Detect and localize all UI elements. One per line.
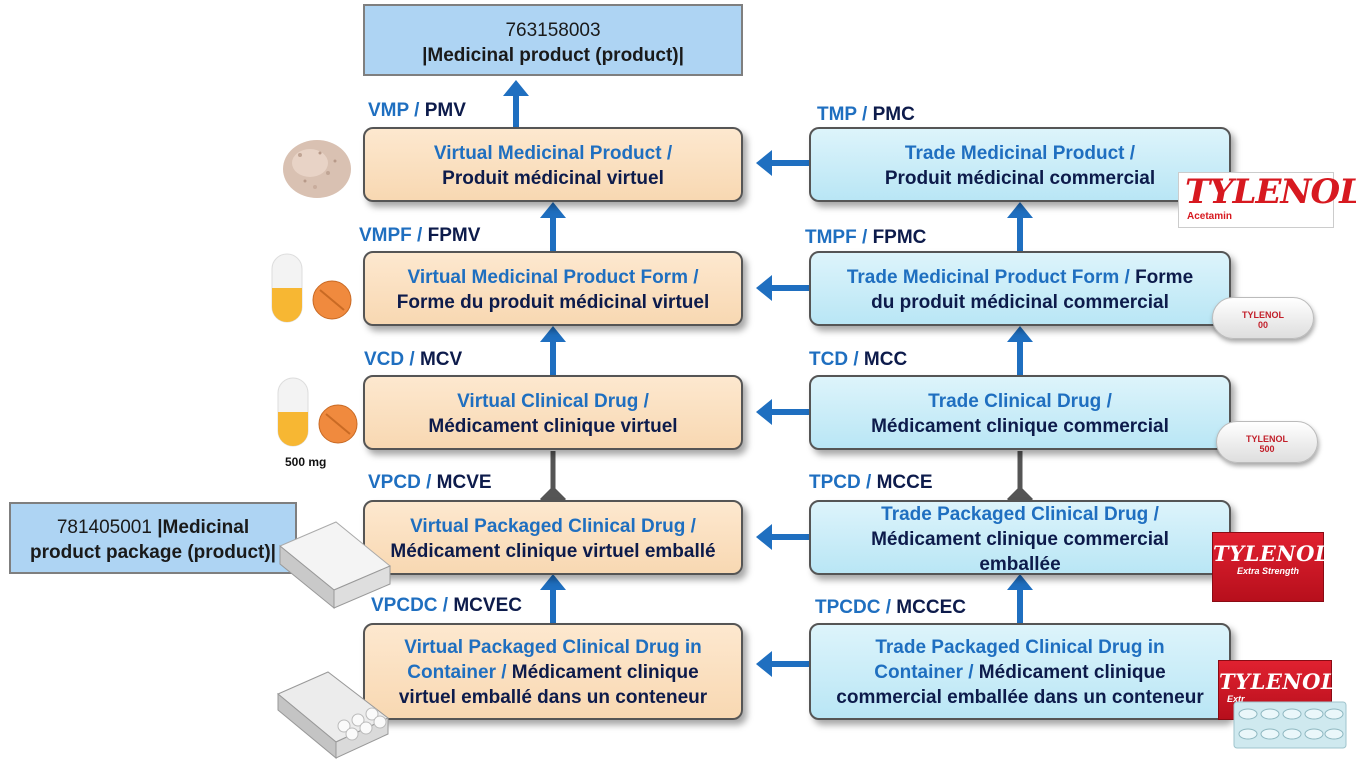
tylenol-package-image: TYLENOL Extra Strength xyxy=(1212,532,1330,602)
tag-tpcdc: TPCDC / MCCEC xyxy=(815,597,966,618)
package-concept-label-2: product package (product)| xyxy=(30,542,276,563)
box-trade-clinical-drug: Trade Clinical Drug / Médicament cliniqu… xyxy=(809,375,1231,450)
powder-icon xyxy=(283,140,351,198)
capsule-and-tablet-500mg-icon xyxy=(277,377,358,447)
tag-vpcdc: VPCDC / MCVEC xyxy=(371,595,522,616)
box-virtual-clinical-drug: Virtual Clinical Drug / Médicament clini… xyxy=(363,375,743,450)
tag-tpcd: TPCD / MCCE xyxy=(809,472,933,493)
tag-vmp: VMP / PMV xyxy=(368,100,466,121)
box-virtual-packaged-clinical-drug: Virtual Packaged Clinical Drug / Médicam… xyxy=(363,500,743,575)
tag-tmp: TMP / PMC xyxy=(817,104,915,125)
box-trade-medicinal-product: Trade Medicinal Product / Produit médici… xyxy=(809,127,1231,202)
white-package-box-icon xyxy=(279,521,391,610)
capsule-and-tablet-icon xyxy=(271,253,352,323)
tag-vpcd: VPCD / MCVE xyxy=(368,472,492,493)
box-virtual-packaged-clinical-drug-in-container: Virtual Packaged Clinical Drug in Contai… xyxy=(363,623,743,720)
medicinal-product-concept-box: 763158003 |Medicinal product (product)| xyxy=(363,4,743,76)
blister-pack-icon xyxy=(1233,701,1347,749)
medicinal-product-code: 763158003 xyxy=(505,20,601,41)
container-of-pills-icon xyxy=(277,671,389,760)
tag-tcd: TCD / MCC xyxy=(809,349,908,370)
package-concept-label-1: |Medicinal xyxy=(157,517,250,538)
tag-tmpf: TMPF / FPMC xyxy=(805,227,927,248)
box-trade-packaged-clinical-drug-in-container: Trade Packaged Clinical Drug in Containe… xyxy=(809,623,1231,720)
medicinal-product-package-concept-box: 781405001 |Medicinal product package (pr… xyxy=(9,502,297,574)
strength-label: 500 mg xyxy=(285,455,327,469)
tylenol-brand-logo: TYLENOL Acetamin xyxy=(1178,172,1356,228)
tag-vcd: VCD / MCV xyxy=(364,349,463,370)
box-trade-packaged-clinical-drug: Trade Packaged Clinical Drug / Médicamen… xyxy=(809,500,1231,575)
medicinal-product-label: |Medicinal product (product)| xyxy=(422,45,684,66)
tylenol-500-caplet-image: TYLENOL 500 xyxy=(1216,421,1318,463)
box-trade-medicinal-product-form: Trade Medicinal Product Form / Forme du … xyxy=(809,251,1231,326)
package-concept-code: 781405001 xyxy=(56,517,152,538)
tylenol-caplet-image: TYLENOL 00 xyxy=(1212,297,1314,339)
tag-vmpf: VMPF / FPMV xyxy=(359,225,481,246)
box-virtual-medicinal-product-form: Virtual Medicinal Product Form / Forme d… xyxy=(363,251,743,326)
box-virtual-medicinal-product: Virtual Medicinal Product / Produit médi… xyxy=(363,127,743,202)
